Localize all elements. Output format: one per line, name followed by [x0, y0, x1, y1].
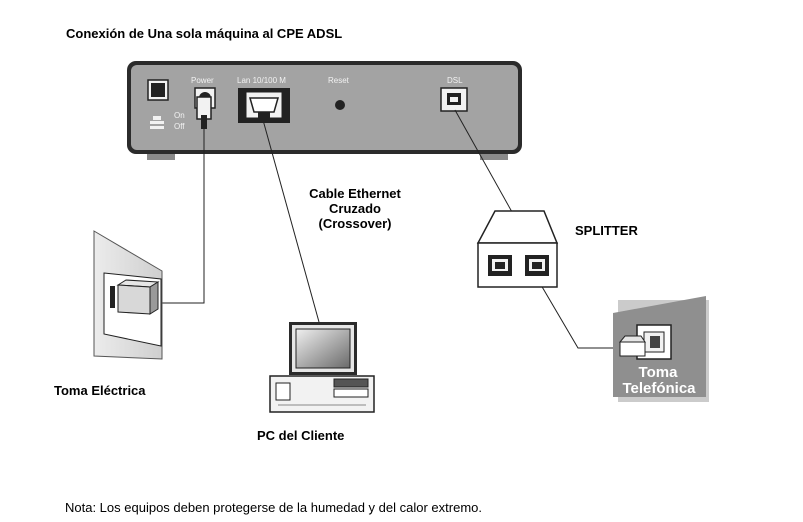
power-outlet-label: Toma Eléctrica: [54, 383, 146, 398]
dsl-plug: [450, 97, 458, 102]
cable-label-line2: Cruzado: [329, 201, 381, 216]
power-outlet: [93, 230, 163, 360]
dsl-cable: [454, 109, 513, 213]
power-plug: [196, 96, 212, 129]
phone-jack-socket: [650, 336, 660, 348]
on-label: On: [174, 111, 185, 120]
phone-jack-label-line1: Toma: [639, 364, 679, 381]
footer-note: Nota: Los equipos deben protegerse de la…: [65, 500, 482, 515]
power-switch: [151, 83, 165, 97]
dsl-port-label: DSL: [447, 76, 463, 85]
phone-line-cable: [540, 284, 621, 349]
cable-label: Cable Ethernet Cruzado (Crossover): [290, 186, 420, 231]
cable-label-line3: (Crossover): [318, 216, 392, 231]
phone-jack: Toma Telefónica: [613, 296, 709, 402]
cables: [158, 109, 621, 349]
pc-label: PC del Cliente: [257, 428, 345, 443]
lan-plug: [249, 97, 279, 118]
cpe-adsl-router: On Off Power Lan 10/100 M Reset DSL: [127, 61, 522, 160]
floppy-drive: [275, 382, 291, 401]
power-cable: [158, 128, 205, 304]
reset-label: Reset: [328, 76, 350, 85]
splitter-label: SPLITTER: [575, 223, 638, 238]
off-label: Off: [174, 122, 185, 131]
ethernet-crossover-cable: [262, 119, 320, 323]
router-foot-left: [147, 150, 175, 160]
reset-button: [335, 100, 345, 110]
on-off-switch-icon: [150, 116, 164, 129]
phone-plug: [619, 341, 646, 357]
splitter-top: [476, 210, 559, 244]
router-foot-right: [480, 150, 508, 160]
cable-label-line1: Cable Ethernet: [309, 186, 401, 201]
client-pc: [269, 322, 375, 413]
power-outlet-plug: [117, 284, 151, 315]
cd-drive: [333, 378, 369, 388]
router-front-panel: [131, 65, 518, 150]
monitor-screen: [295, 328, 351, 369]
power-port-label: Power: [191, 76, 214, 85]
phone-jack-label-line2: Telefónica: [622, 380, 696, 397]
splitter: [476, 210, 559, 288]
lan-port-label: Lan 10/100 M: [237, 76, 286, 85]
diagram-title: Conexión de Una sola máquina al CPE ADSL: [66, 26, 343, 41]
